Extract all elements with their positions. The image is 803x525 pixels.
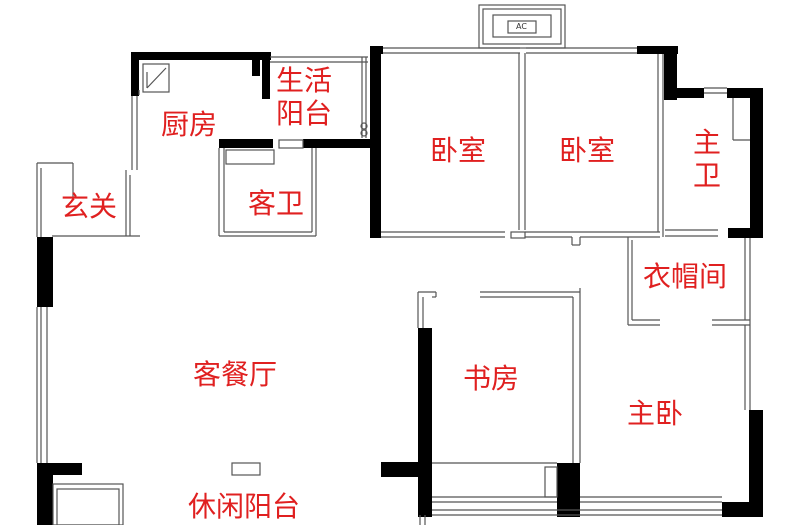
wall-master-bath-top-right — [727, 88, 763, 98]
wall-kitchen-left — [131, 52, 139, 96]
wall-study-left — [418, 328, 432, 517]
wall-living-left-lower — [37, 463, 53, 525]
wall-master-bath-top — [664, 88, 704, 98]
label-master-bath: 主 卫 — [693, 126, 721, 192]
wall-bedroom-top-right — [637, 46, 678, 54]
wall-living-left-upper — [37, 237, 53, 307]
wall-east-upper — [750, 88, 763, 238]
label-guest-bath: 客卫 — [248, 187, 305, 220]
wall-kitchen-top — [131, 52, 271, 60]
partitions — [36, 4, 751, 525]
wall-closet-top — [728, 228, 763, 238]
wall-living-right-stub — [381, 462, 432, 477]
label-utility-balcony-line1: 生活 — [276, 64, 333, 97]
label-entrance: 玄关 — [61, 190, 118, 223]
wall-south-right — [722, 502, 763, 517]
wall-utility-balcony-left — [262, 57, 270, 99]
wall-bath-top — [219, 139, 273, 148]
wall-east-lower — [749, 410, 763, 517]
label-master-bedroom: 主卧 — [627, 397, 684, 430]
label-living-dining: 客餐厅 — [193, 358, 278, 391]
walls — [37, 46, 763, 525]
label-utility-balcony-line2: 阳台 — [276, 97, 333, 130]
wall-master-bath-left — [664, 48, 677, 100]
label-leisure-balcony: 休闲阳台 — [188, 490, 301, 523]
label-master-bath-line2: 卫 — [693, 159, 722, 192]
wall-entrance-stub — [52, 463, 82, 475]
label-bedroom-left: 卧室 — [430, 134, 487, 167]
label-bedroom-right: 卧室 — [559, 134, 616, 167]
wall-master-bedroom-left — [557, 463, 580, 517]
label-utility-balcony: 生活 阳台 — [276, 64, 332, 130]
wall-kitchen-right-stub — [252, 57, 260, 76]
label-walk-in-closet: 衣帽间 — [643, 260, 728, 293]
wall-bedroom-left — [370, 46, 381, 238]
wall-bath-top-right — [303, 139, 375, 148]
ac-unit-label: AC — [516, 22, 527, 31]
label-study: 书房 — [463, 362, 520, 395]
label-master-bath-line1: 主 — [693, 126, 722, 159]
label-kitchen: 厨房 — [161, 108, 218, 141]
